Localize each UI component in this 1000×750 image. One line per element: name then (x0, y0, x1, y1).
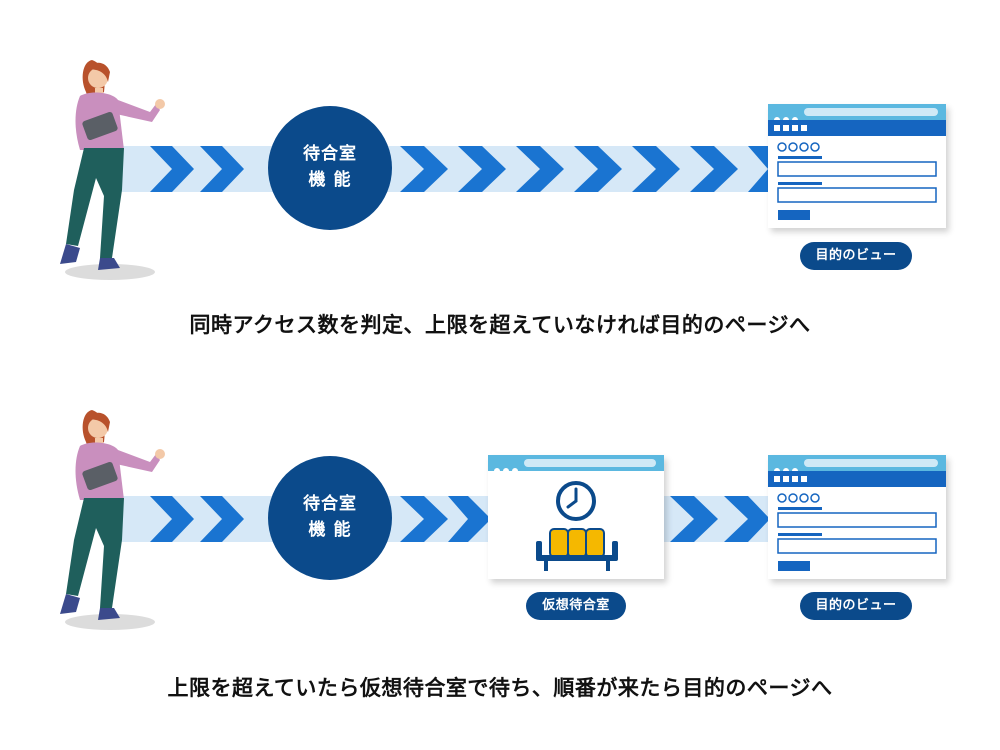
waiting-room-illustration (536, 481, 618, 571)
flow-direct: 待合室 機 能 目的のビュー 同時アクセス数を判定、上限を超えていなければ目的の… (0, 0, 1000, 370)
browser-url-bar (524, 459, 656, 467)
circle-label-line1: 待合室 (303, 144, 357, 164)
browser-titlebar (768, 455, 946, 474)
browser-url-bar (804, 108, 938, 116)
caption-direct-flow: 同時アクセス数を判定、上限を超えていなければ目的のページへ (189, 313, 811, 337)
circle-label-line2: 機 能 (308, 170, 352, 190)
person-walking-icon (60, 60, 165, 280)
target-page-browser (768, 455, 946, 579)
browser-titlebar (768, 104, 946, 123)
flow-with-waiting-room: 待合室 機 能 仮想待合室 (0, 350, 1000, 720)
flow-direct-graphic (60, 60, 780, 280)
chevron-arrows-left (150, 146, 244, 192)
target-view-label: 目的のビュー (800, 242, 912, 270)
target-page-browser (768, 104, 946, 228)
chevron-arrows-middle (400, 496, 488, 542)
chevron-arrows-left (150, 496, 244, 542)
target-view-label: 目的のビュー (800, 592, 912, 620)
waiting-room-function-label: 待合室 機 能 (270, 141, 390, 193)
virtual-waiting-room-label: 仮想待合室 (526, 592, 626, 620)
waiting-room-function-circle (268, 456, 392, 580)
browser-nav-bar (768, 471, 946, 487)
browser-form-content (777, 493, 937, 571)
browser-nav-bar (768, 120, 946, 136)
clock-icon (556, 481, 596, 521)
chevron-arrows-right (670, 496, 770, 542)
person-walking-icon (60, 410, 165, 630)
waiting-room-function-circle (268, 106, 392, 230)
circle-label-line2: 機 能 (308, 520, 352, 540)
flow-waiting-graphic (60, 410, 780, 630)
caption-waiting-flow: 上限を超えていたら仮想待合室で待ち、順番が来たら目的のページへ (167, 676, 833, 700)
virtual-waiting-room-browser (488, 455, 664, 579)
browser-form-content (777, 142, 937, 220)
bench-icon (536, 528, 618, 571)
circle-label-line1: 待合室 (303, 494, 357, 514)
browser-url-bar (804, 459, 938, 467)
waiting-room-function-label: 待合室 機 能 (270, 491, 390, 543)
browser-titlebar (488, 455, 664, 474)
